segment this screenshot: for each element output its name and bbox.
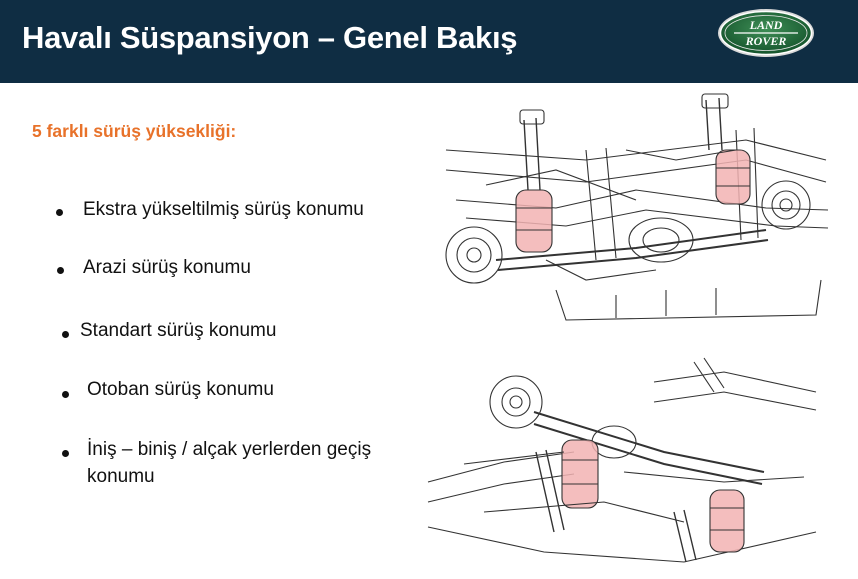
rear-suspension-illustration (427, 357, 817, 563)
subtitle: 5 farklı sürüş yüksekliği: (32, 121, 237, 141)
front-suspension-illustration (445, 93, 829, 321)
bullet-dot (56, 209, 63, 216)
bullet-text-offroad: Arazi sürüş konumu (83, 257, 251, 278)
logo-text-land: LAND (749, 18, 783, 32)
bullet-dot (57, 267, 64, 274)
bullet-text-access-line1: İniş – biniş / alçak yerlerden geçiş (87, 439, 372, 460)
bullet-dot (62, 450, 69, 457)
bullet-text-access-line2: konumu (87, 466, 155, 487)
bullet-dot (62, 391, 69, 398)
bullet-text-extra-high: Ekstra yükseltilmiş sürüş konumu (83, 199, 364, 220)
land-rover-logo-icon: LAND ROVER (718, 9, 814, 57)
bullet-text-standard: Standart sürüş konumu (80, 320, 277, 341)
bullet-text-motorway: Otoban sürüş konumu (87, 379, 274, 400)
bullet-dot (62, 331, 69, 338)
header-bar: Havalı Süspansiyon – Genel Bakış LAND RO… (0, 0, 858, 83)
slide-title: Havalı Süspansiyon – Genel Bakış (22, 20, 518, 55)
logo-text-rover: ROVER (745, 34, 787, 48)
